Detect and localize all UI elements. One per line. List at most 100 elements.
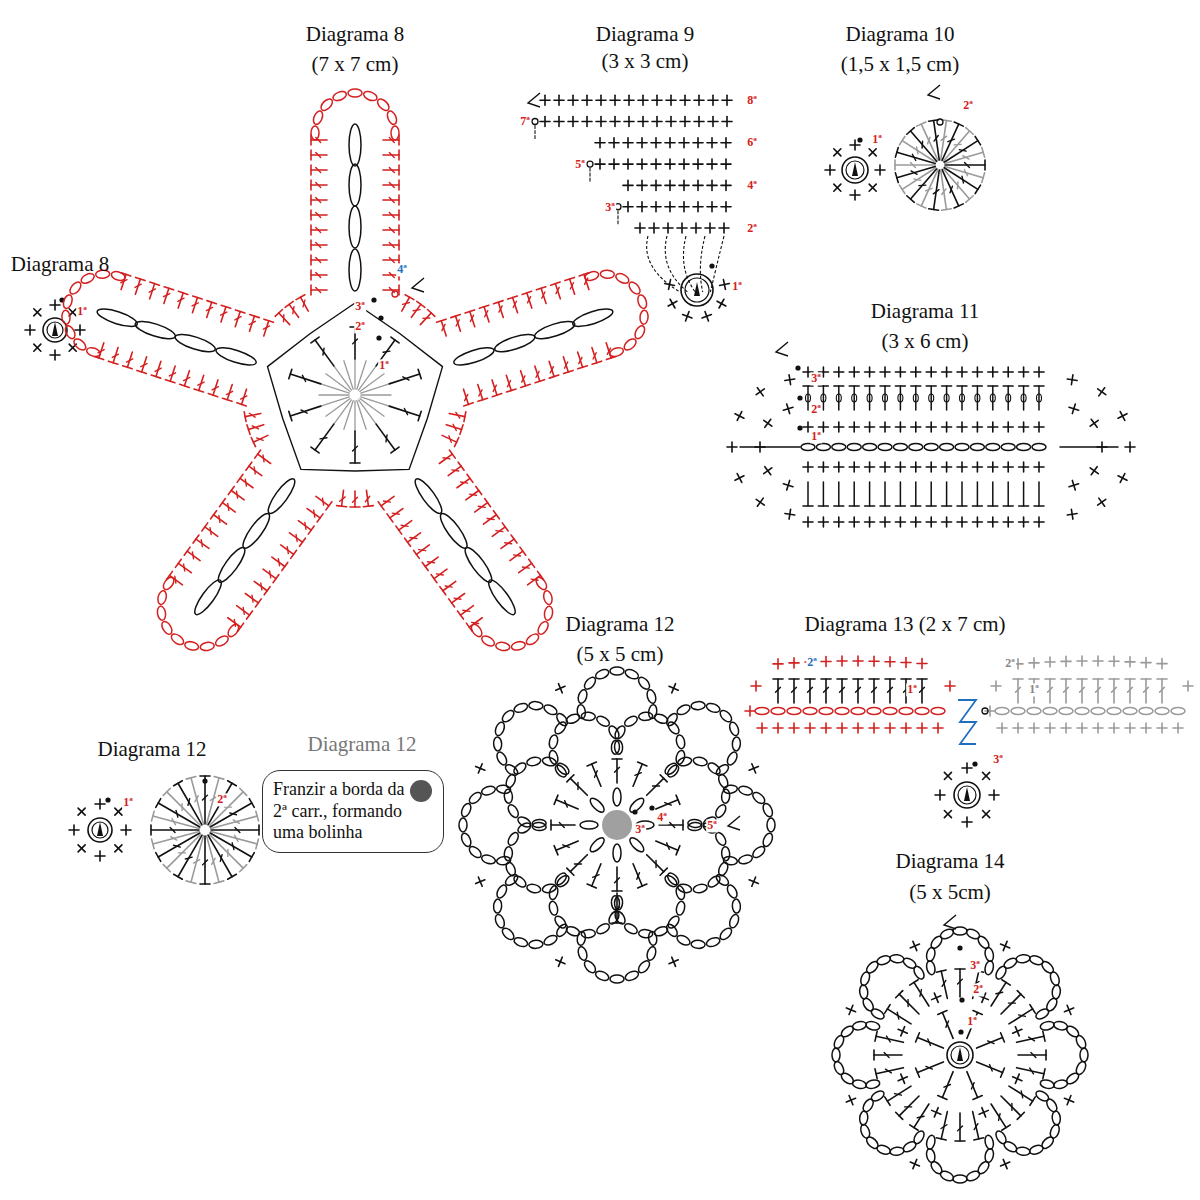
chain-stitch [332,90,348,103]
stitch-mark [1031,1053,1036,1058]
chain-stitch [899,708,913,715]
stitch-mark [915,422,917,432]
diagram-size: (7 x 7 cm) [312,53,399,76]
ring-arrow [97,822,103,836]
stitch-mark [206,307,212,310]
stitch-mark [1093,678,1103,680]
stitch-mark [310,255,312,265]
chain-stitch [940,444,954,451]
stitch-mark [1019,505,1029,507]
stitch-mark [425,557,438,566]
stitch-mark [413,550,419,558]
stitch-mark [966,128,974,135]
stitch-mark [857,656,859,666]
stitch-mark [184,377,190,380]
stitch-mark [178,835,202,877]
stitch-mark [247,425,250,435]
stitch-mark [914,1104,929,1128]
stitch-mark [1011,1103,1012,1110]
stitch-mark [293,307,294,314]
stitch-mark [995,681,997,691]
stitch-mark [617,211,618,224]
stitch-mark [242,389,247,404]
stitch-mark [712,95,714,105]
stitch-mark [237,606,250,615]
stitch-mark [579,357,582,363]
stitch-mark [446,425,461,430]
stitch-mark [240,865,247,872]
stitch-mark [467,474,473,482]
stitch-mark [928,1039,931,1045]
chain-stitch [939,927,955,940]
stitch-mark [279,313,290,325]
stitch-mark [193,535,199,543]
stitch-mark [323,498,324,505]
stitch-mark [1091,419,1097,427]
stitch-mark [203,795,208,800]
chain-stitch [890,1146,905,1156]
chain-stitch [835,708,849,715]
chain-stitch [832,1048,840,1062]
stitch-mark [250,316,255,331]
round-number: 1ª [76,305,88,318]
stitch-mark [192,552,193,559]
stitch-mark [1016,687,1021,692]
stitch-mark [613,138,615,148]
chain-stitch [666,871,681,887]
stitch-mark [919,184,926,186]
slip-stitch [105,797,110,802]
stitch-mark [243,607,244,614]
slip-stitch [795,365,800,370]
stitch-mark [536,371,539,377]
stitch-mark [201,540,202,547]
chain-stitch [890,954,905,964]
chain-stitch [1027,708,1041,715]
stitch-mark [681,223,683,233]
stitch-mark [1015,1074,1019,1083]
stitch-mark [344,361,353,390]
stitch-mark [901,1074,905,1083]
chain-stitch [86,346,102,358]
stitch-mark [221,305,231,308]
stitch-mark [1001,994,1021,1014]
stitch-mark [527,297,530,303]
stitch-mark [1030,1097,1035,1105]
stitch-mark [991,1104,1006,1128]
stitch-mark [506,389,516,392]
stitch-mark [599,138,601,148]
chain-stitch [725,750,739,766]
chain-stitch [1028,1144,1044,1156]
stitch-mark [592,361,602,364]
stitch-mark [391,337,399,343]
stitch-mark [612,922,622,924]
stitch-mark [698,95,700,105]
stitch-mark [948,139,955,141]
stitch-mark [316,496,329,505]
stitch-mark [853,367,855,377]
stitch-mark [398,210,400,220]
stitch-mark [929,209,939,210]
stitch-mark [954,122,963,126]
stitch-mark [413,310,420,311]
stitch-mark [917,1116,924,1118]
chain-stitch [504,872,520,887]
chain-stitch [548,734,559,749]
chain-stitch [714,803,728,819]
stitch-mark [252,595,253,602]
chain-stitch [542,703,558,717]
stitch-mark [683,315,692,318]
stitch-mark [900,367,902,377]
chain-stitch [675,703,691,717]
chain-stitch [526,883,541,894]
stitch-mark [404,408,407,414]
stitch-mark [926,505,936,507]
stitch-mark [983,811,990,818]
stitch-mark [443,581,456,590]
stitch-mark [492,394,502,397]
stitch-mark [899,994,919,1014]
stitch-mark [115,845,122,852]
chain-stitch [675,734,686,749]
ring-arrow [52,322,58,336]
stitch-mark [955,968,965,970]
stitch-mark [963,156,969,159]
